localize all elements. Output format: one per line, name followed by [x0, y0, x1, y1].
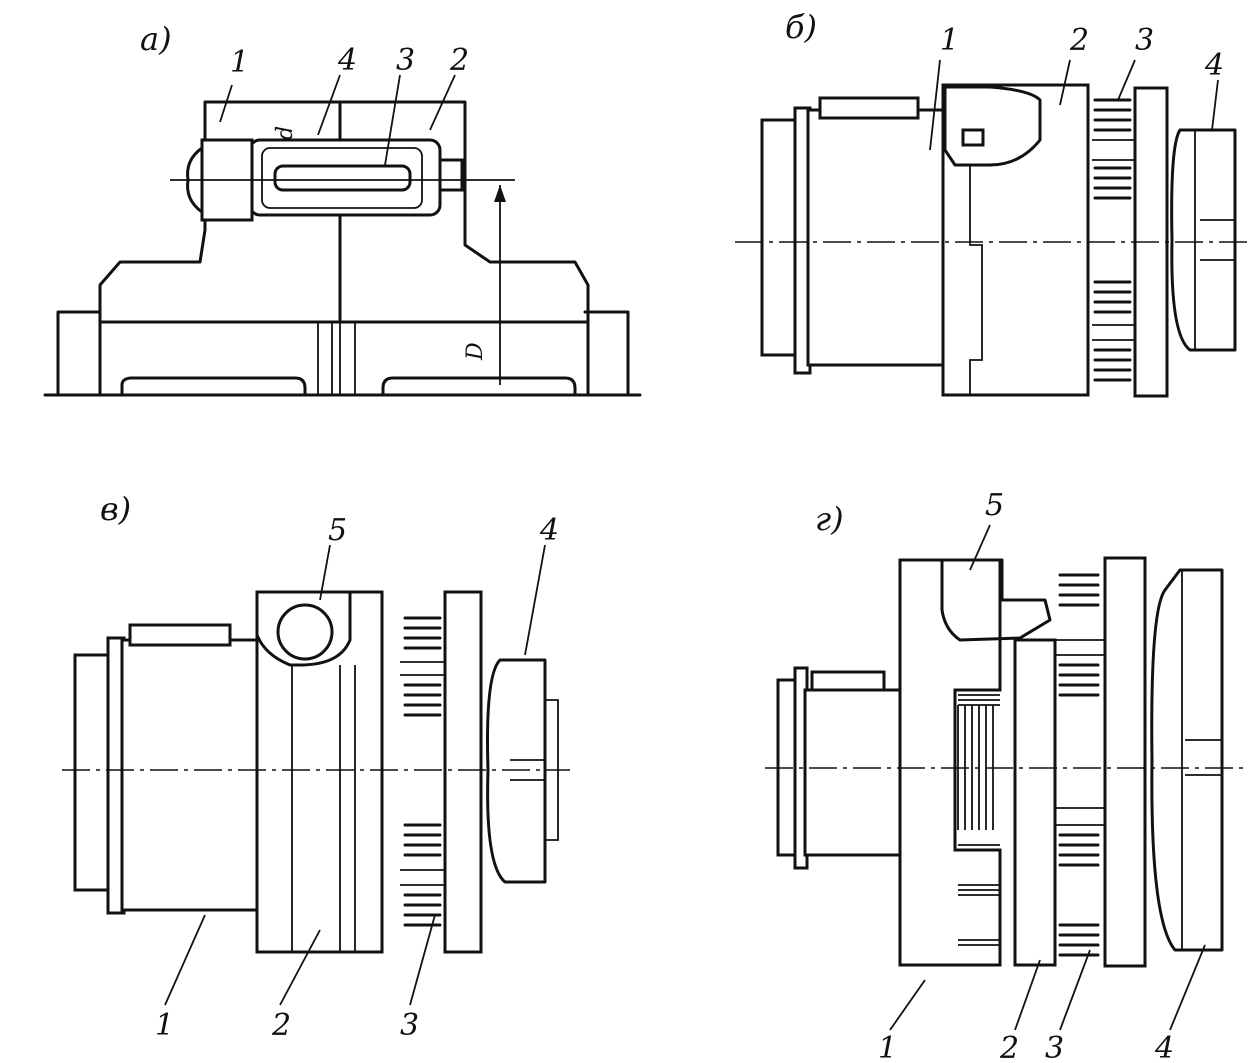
panel-b-springs: [1092, 98, 1135, 382]
panel-a-pin-tip: [438, 158, 464, 192]
panel-v-key: [128, 623, 232, 647]
panel-g-key: [810, 670, 886, 692]
panel-v-disk-lines: [291, 665, 356, 952]
panel-a-label-1: 1: [230, 45, 249, 80]
panel-g-label-5: 5: [985, 488, 1004, 523]
panel-a-caption: а): [140, 20, 172, 58]
panel-a-dim-d: d: [273, 126, 298, 140]
panel-b-label-2: 2: [1069, 23, 1089, 58]
panel-b-leaders: [929, 59, 1219, 151]
panel-v: в) 5 4 1 2 3: [62, 490, 570, 1043]
panel-a: а) D d 1 4 3 2: [43, 20, 642, 397]
panel-b-key: [818, 96, 920, 120]
panel-b-pulley-4: [1170, 128, 1237, 352]
panel-v-hub-1: [120, 638, 259, 912]
panel-a-label-3: 3: [396, 43, 415, 78]
panel-b-caption: б): [785, 8, 817, 46]
panel-a-bore: [98, 320, 590, 397]
panel-g-leaders: [889, 524, 1206, 1031]
panel-a-dim-arrow: [494, 185, 506, 202]
panel-g-label-1: 1: [878, 1031, 897, 1063]
panel-v-springs: [400, 616, 445, 927]
panel-g-housing-1: [898, 558, 1002, 967]
panel-g-springs: [1055, 573, 1110, 957]
panel-a-label-2: 2: [449, 43, 469, 78]
panel-g-pressure-plate: [1103, 556, 1147, 968]
panel-g-label-2: 2: [999, 1031, 1019, 1063]
panel-a-keyway-right: [381, 376, 577, 397]
panel-a-bushing-3: [261, 147, 423, 209]
panel-a-joint: [317, 322, 356, 395]
panel-a-pin-4: [273, 164, 412, 192]
panel-b-label-3: 3: [1135, 23, 1154, 58]
panel-g: г) 5 1 2 3 4: [765, 488, 1248, 1063]
panel-v-hatched-section: [255, 590, 352, 667]
panel-v-leaders: [164, 544, 546, 1006]
panel-v-caption: в): [100, 490, 131, 528]
panel-a-keyway-left: [120, 376, 307, 397]
panel-b-hatched-section: [943, 85, 1042, 167]
panel-a-shaft: [56, 310, 630, 397]
panel-a-leaders: [219, 74, 456, 166]
panel-v-label-2: 2: [271, 1008, 291, 1043]
panel-g-caption: г): [815, 500, 844, 538]
panel-v-pulley-4: [486, 658, 547, 884]
panel-g-hatched-section: [940, 558, 1052, 642]
panel-g-pulley-detail: [1181, 570, 1222, 950]
panel-b-hub-1: [806, 108, 945, 367]
panel-b: б) 1 2 3 4: [735, 8, 1250, 398]
panel-b-label-4: 4: [1204, 48, 1224, 83]
panel-v-label-3: 3: [400, 1008, 419, 1043]
panel-v-ball-5: [276, 603, 334, 661]
panel-a-dim-D: D: [463, 342, 488, 361]
panel-b-pulley-detail: [1194, 130, 1235, 350]
panel-g-disk-2: [1013, 638, 1057, 967]
panel-a-label-4: 4: [337, 43, 357, 78]
panel-v-pressure-plate: [443, 590, 483, 954]
panel-g-hub: [803, 688, 902, 857]
panel-v-label-1: 1: [155, 1008, 174, 1043]
panel-b-disk-step: [969, 165, 983, 395]
panel-a-half-2: [338, 100, 590, 324]
panel-g-label-3: 3: [1045, 1031, 1064, 1063]
panel-g-label-4: 4: [1154, 1031, 1174, 1063]
panel-v-label-5: 5: [328, 513, 347, 548]
panel-b-insert: [961, 128, 985, 147]
panel-g-pulley-4: [1150, 568, 1224, 952]
panel-v-label-4: 4: [539, 513, 559, 548]
panel-b-label-1: 1: [940, 23, 959, 58]
